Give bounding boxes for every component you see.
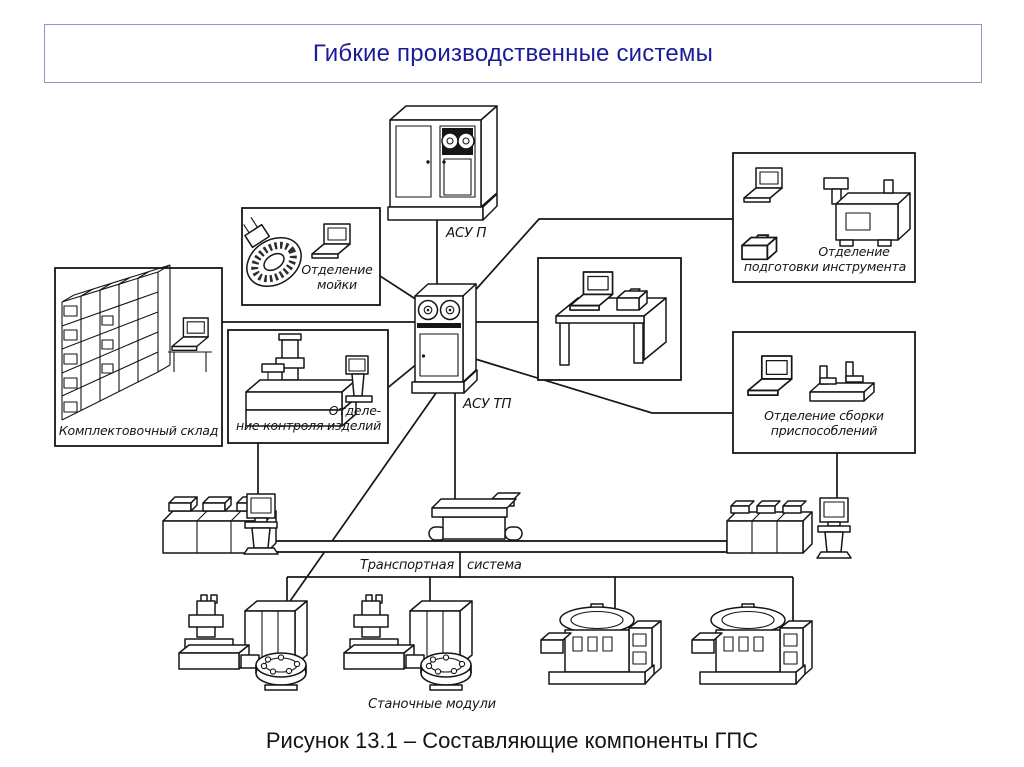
asu-p-label: АСУ П	[446, 225, 487, 241]
machine-module-4-icon	[691, 603, 813, 685]
transport-label-word1: Транспортная	[360, 558, 454, 573]
warehouse-terminal-icon	[168, 317, 212, 372]
connector-asutp-module1	[287, 392, 437, 605]
tool-setter-icon	[823, 177, 911, 247]
inspection-station-icon	[345, 355, 373, 403]
asu-tp-cabinet-icon	[411, 283, 478, 394]
transport-rail	[234, 540, 728, 553]
fixture-icon	[809, 361, 875, 402]
inspection-machine-icon	[245, 333, 373, 427]
washing-machine-icon	[243, 217, 302, 288]
assembly-label: Отделение сборки приспособлений	[764, 408, 884, 438]
connector-washing-asutp	[376, 273, 418, 301]
asu-tp-label: АСУ ТП	[463, 396, 512, 412]
machine-module-3-icon	[540, 603, 662, 685]
washing-label: Отделение мойки	[301, 262, 373, 292]
transport-station-right-icon	[816, 497, 852, 559]
figure-caption: Рисунок 13.1 – Составляющие компоненты Г…	[265, 728, 759, 753]
connector-lines	[219, 218, 838, 624]
title-box: Гибкие производственные системы	[44, 24, 982, 83]
machine-modules-label: Станочные модули	[368, 697, 496, 712]
asu-p-cabinet-icon	[387, 105, 498, 221]
connector-asutp-toolprep	[470, 218, 736, 296]
connector-asutp-assembly	[471, 357, 736, 414]
toolprep-label: Отделение подготовки инструмента	[743, 244, 907, 274]
transport-label-word2: система	[467, 558, 522, 573]
storage-rack-icon	[61, 264, 212, 421]
pallet-containers-right-icon	[726, 500, 813, 554]
inspection-label: Отделе- ние контроля изделий	[235, 403, 382, 433]
warehouse-label: Комплектовочный склад	[57, 423, 220, 439]
slide-title: Гибкие производственные системы	[312, 39, 714, 67]
machine-module-1-icon	[178, 594, 308, 691]
connector-inspection-asutp	[384, 362, 419, 391]
desk-icon	[555, 271, 667, 366]
rail-carriage-icon	[428, 492, 523, 541]
machine-module-2-icon	[343, 594, 473, 691]
